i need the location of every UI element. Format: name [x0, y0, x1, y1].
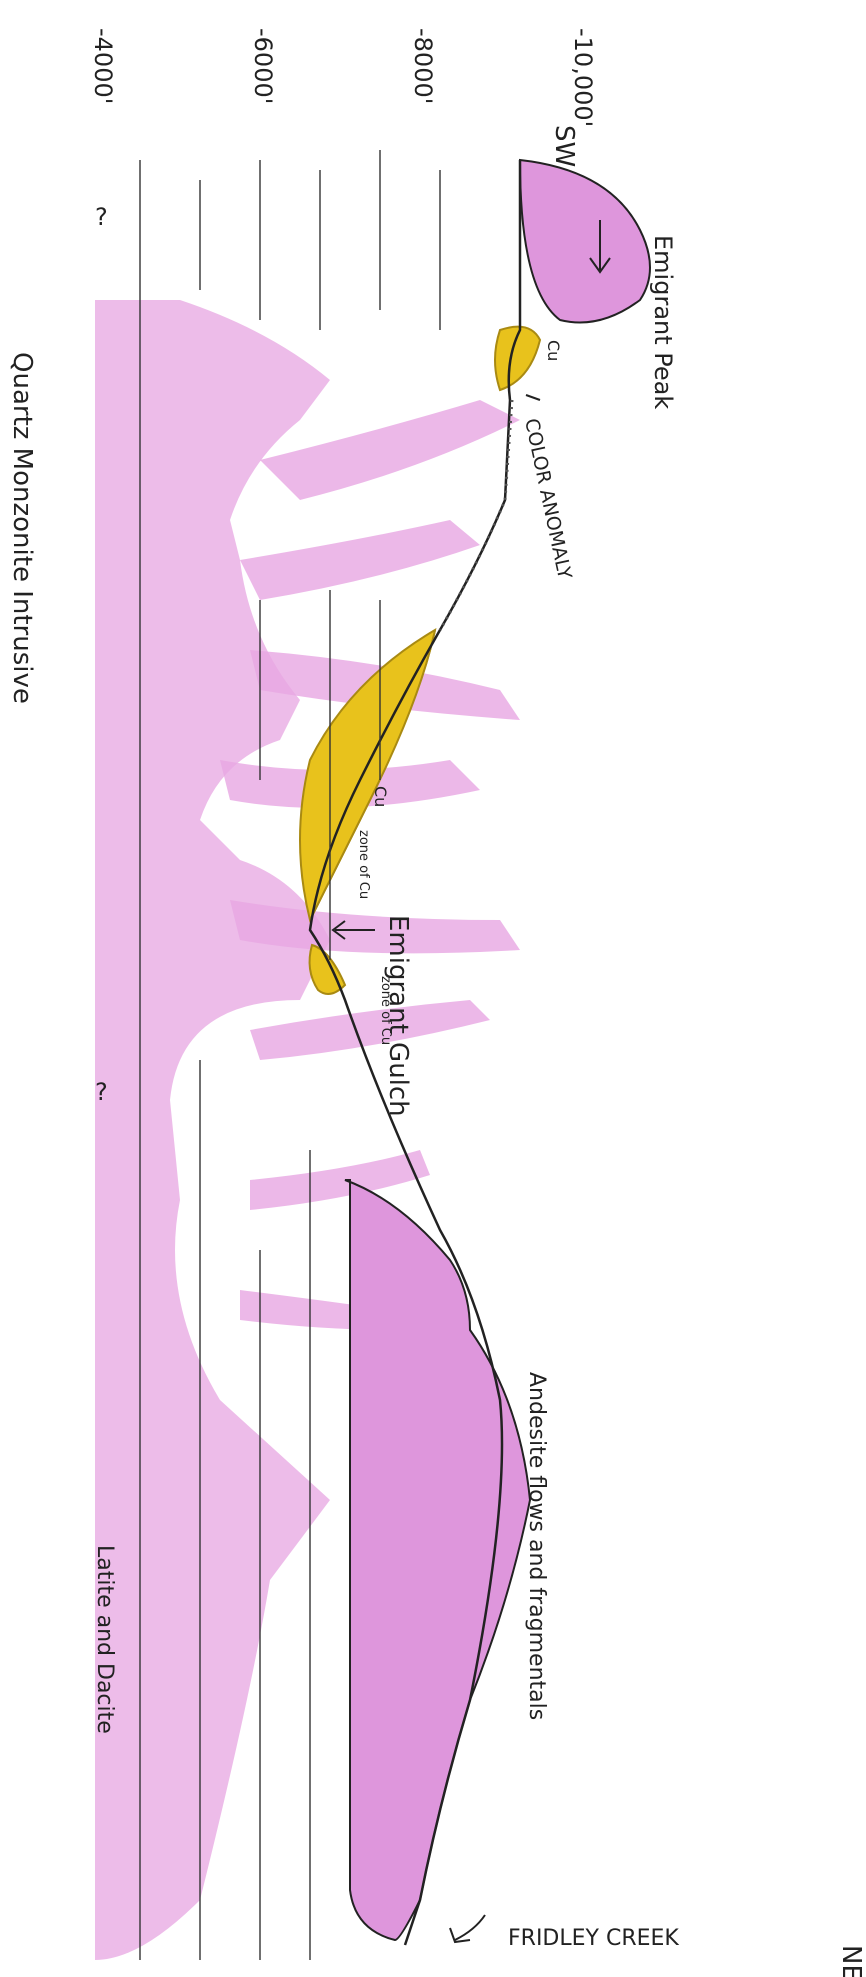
cu-mark-peak: Cu	[544, 340, 563, 361]
intrusive-dike-2	[240, 520, 480, 600]
fridley-creek-label: FRIDLEY CREEK	[508, 1926, 679, 1951]
sw-direction-label: SW	[549, 125, 579, 167]
elevation-4000-label: -4000'	[89, 28, 117, 104]
emigrant-peak-label: Emigrant Peak	[649, 235, 677, 409]
cu-mark-gulch: Cu	[371, 786, 390, 807]
color-anomaly-arrow-start	[526, 395, 540, 400]
elevation-6000-label: -6000'	[249, 28, 277, 104]
fridley-creek-arrow	[450, 1915, 485, 1942]
zone-of-cu-label-1: zone of Cu	[356, 830, 371, 899]
zone-of-cu-label-2: zone of Cu	[378, 976, 393, 1045]
intrusive-dike-6	[250, 1000, 490, 1060]
latite-dacite-label: Latite and Dacite	[92, 1545, 117, 1734]
ne-direction-label: NE	[836, 1945, 866, 1977]
elevation-8000-label: -8000'	[409, 28, 437, 104]
andesite-label: Andesite flows and fragmentals	[524, 1372, 549, 1720]
quartz-monzonite-label: Quartz Monzonite Intrusive	[7, 352, 37, 704]
elevation-10000-label: -10,000'	[569, 28, 597, 127]
color-anomaly-label: COLOR ANOMALY	[520, 416, 576, 581]
question-mark-lower: ?	[95, 1078, 108, 1106]
emigrant-peak-andesite-cap	[520, 160, 650, 323]
quartz-monzonite-intrusive	[95, 300, 330, 1960]
andesite-flows-body	[345, 1180, 530, 1940]
intrusive-dike-7	[250, 1150, 430, 1210]
question-mark-upper: ?	[95, 203, 108, 231]
